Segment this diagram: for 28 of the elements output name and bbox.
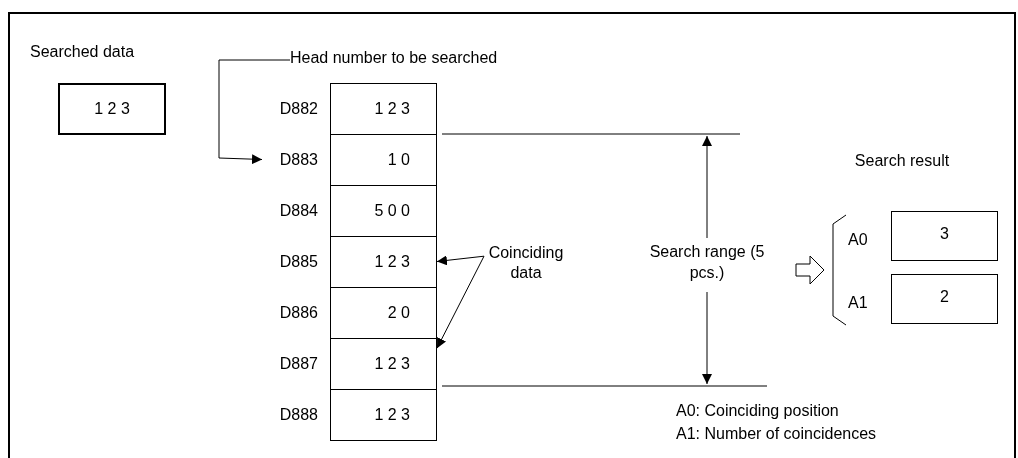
register-label: D887	[278, 353, 319, 374]
arrow	[436, 255, 485, 349]
annotation-text: Coinciding data	[484, 243, 568, 287]
note-text: A1: Number of coincidences	[676, 424, 878, 444]
register-cell: 1 2 3	[330, 83, 437, 135]
box-heading: Searched data	[30, 42, 135, 62]
register-label: D884	[278, 200, 319, 221]
register-cell: 2 0	[330, 287, 437, 339]
register-cell: 1 2 3	[330, 389, 437, 441]
register-label: D886	[278, 302, 319, 323]
register-cell: 1 0	[330, 134, 437, 186]
value-box: 1 2 3	[58, 83, 166, 135]
arrow	[218, 59, 291, 165]
note-text: A0: Coinciding position	[676, 401, 840, 421]
result-box: 2	[891, 274, 998, 324]
register-cell: 1 2 3	[330, 236, 437, 288]
register-cell: 5 0 0	[330, 185, 437, 237]
result-label: A0	[847, 230, 869, 250]
register-cell: 1 2 3	[330, 338, 437, 390]
register-label: D885	[278, 251, 319, 272]
result-label: A1	[847, 293, 869, 313]
register-label: D883	[278, 149, 319, 170]
register-label: D888	[278, 404, 319, 425]
register-label: D882	[278, 98, 319, 119]
result-box: 3	[891, 211, 998, 261]
section-heading: Search result	[853, 151, 951, 171]
arrow	[436, 255, 485, 266]
annotation-text: Head number to be searched	[290, 48, 590, 72]
